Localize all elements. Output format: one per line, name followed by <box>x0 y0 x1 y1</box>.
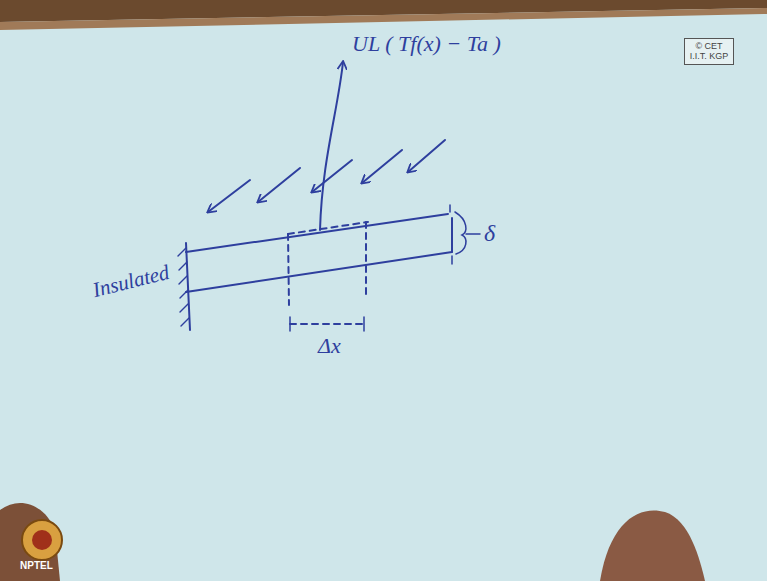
radiation-arrow <box>362 150 402 183</box>
wall-hatch <box>178 248 189 326</box>
dimension-label: Δx <box>318 334 341 358</box>
thickness-tick <box>450 205 452 264</box>
leader-line <box>466 233 480 235</box>
element-side <box>288 234 289 305</box>
dimension-tick <box>290 317 364 331</box>
wall <box>186 243 190 330</box>
element-top <box>288 222 368 234</box>
radiation-arrow <box>408 140 445 172</box>
watermark-text: © CET I.I.T. KGP <box>689 41 729 62</box>
board-shadow <box>0 8 767 30</box>
nptel-logo <box>22 520 62 560</box>
hand <box>600 510 705 581</box>
dimension-line <box>290 323 364 325</box>
radiation-arrow <box>208 180 250 212</box>
thickness-label: δ <box>484 220 495 246</box>
watermark-box: © CET I.I.T. KGP <box>684 38 734 65</box>
radiation-arrow <box>312 160 352 192</box>
insulated-label: Insulated <box>90 261 171 302</box>
leader-arrow <box>320 62 343 230</box>
plate-edge <box>451 218 453 252</box>
thickness-brace <box>455 212 466 254</box>
flux-label: UL ( Tf(x) − Ta ) <box>352 32 501 56</box>
element-side <box>365 222 367 296</box>
logo-text: NPTEL <box>20 560 53 571</box>
plate-edge <box>186 214 448 252</box>
nptel-logo <box>32 530 52 550</box>
plate-edge <box>186 252 452 292</box>
radiation-arrow <box>258 168 300 202</box>
